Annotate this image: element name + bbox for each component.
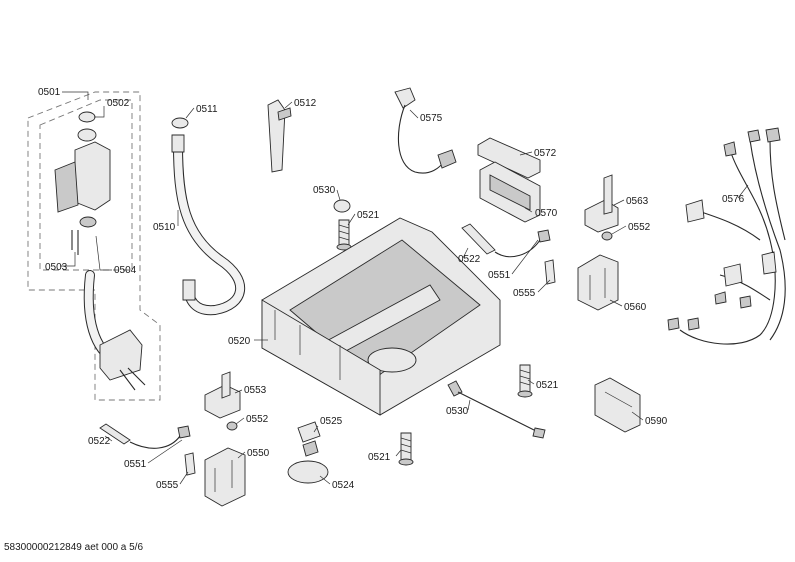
label-0552-left: 0552	[246, 414, 269, 425]
label-0522-left: 0522	[88, 436, 111, 447]
label-0560: 0560	[624, 302, 647, 313]
drain-hose-group	[171, 117, 245, 316]
label-0530-bottom: 0530	[446, 406, 469, 417]
hinge-0563	[584, 199, 619, 233]
label-0553: 0553	[244, 385, 267, 396]
sensor-0551	[537, 229, 551, 243]
heater-rod-0522b	[99, 423, 131, 445]
label-0511: 0511	[196, 104, 218, 115]
wiring-harness	[667, 127, 786, 345]
leader-lines	[60, 91, 749, 485]
valve-wires	[71, 230, 79, 255]
clip-0555b	[184, 452, 196, 476]
screw-0552a	[601, 231, 613, 241]
label-0501: 0501	[38, 87, 61, 98]
disc-0524	[287, 460, 329, 484]
group-outline-inner	[39, 99, 133, 271]
bracket-0590	[594, 377, 641, 433]
label-0521-bottom: 0521	[368, 452, 391, 463]
label-0521-top: 0521	[357, 210, 380, 221]
label-0551-left: 0551	[124, 459, 147, 470]
screw-0552b	[226, 421, 238, 431]
hose-clamp	[171, 117, 189, 129]
cable-0530	[457, 391, 539, 433]
cable-end-0530	[447, 380, 463, 397]
label-0552-right: 0552	[628, 222, 651, 233]
label-0551-right: 0551	[488, 270, 511, 281]
label-0575: 0575	[420, 113, 443, 124]
plate-0560	[577, 254, 619, 311]
label-0512: 0512	[294, 98, 317, 109]
plug	[394, 87, 416, 109]
label-0576: 0576	[722, 194, 745, 205]
cover-0572	[477, 137, 541, 179]
label-0570: 0570	[535, 208, 558, 219]
label-0504: 0504	[114, 265, 137, 276]
valve-seal	[79, 216, 97, 228]
cable-connector	[437, 149, 457, 169]
sump	[367, 347, 417, 373]
part-labels: 0501 0502 0503 0504 0511 0510 0512 0575 …	[38, 87, 745, 491]
sensor-0551b	[177, 425, 191, 439]
power-cable	[394, 87, 457, 174]
heater-rod-0522	[461, 223, 496, 255]
label-0520: 0520	[228, 336, 251, 347]
valve-coil	[54, 161, 79, 213]
hose-end	[182, 279, 196, 301]
label-0525: 0525	[320, 416, 343, 427]
label-0563: 0563	[626, 196, 649, 207]
label-0521-right: 0521	[536, 380, 559, 391]
document-id: 58300000212849 aet 000 a 5/6	[4, 542, 143, 553]
label-0555-right: 0555	[513, 288, 536, 299]
label-0550: 0550	[247, 448, 270, 459]
label-0524: 0524	[332, 480, 355, 491]
label-0555-left: 0555	[156, 480, 179, 491]
label-0590: 0590	[645, 416, 668, 427]
label-0502: 0502	[107, 98, 130, 109]
label-0522-right: 0522	[458, 254, 481, 265]
gasket-ring	[78, 111, 96, 123]
valve-body	[74, 141, 111, 211]
clip-0555	[544, 259, 556, 285]
harness-connector-b	[723, 263, 743, 287]
label-0503: 0503	[45, 262, 68, 273]
group-outline-0501	[27, 91, 161, 401]
label-0510: 0510	[153, 222, 176, 233]
label-0572: 0572	[534, 148, 557, 159]
harness-connector-a	[685, 199, 705, 223]
part-0525	[297, 421, 321, 443]
hose-connector-block	[99, 329, 143, 381]
inlet-valve-group	[27, 91, 161, 401]
cap-0530	[333, 199, 351, 213]
label-0530-top: 0530	[313, 185, 336, 196]
base-frame	[261, 217, 501, 416]
valve-nut	[77, 128, 97, 142]
